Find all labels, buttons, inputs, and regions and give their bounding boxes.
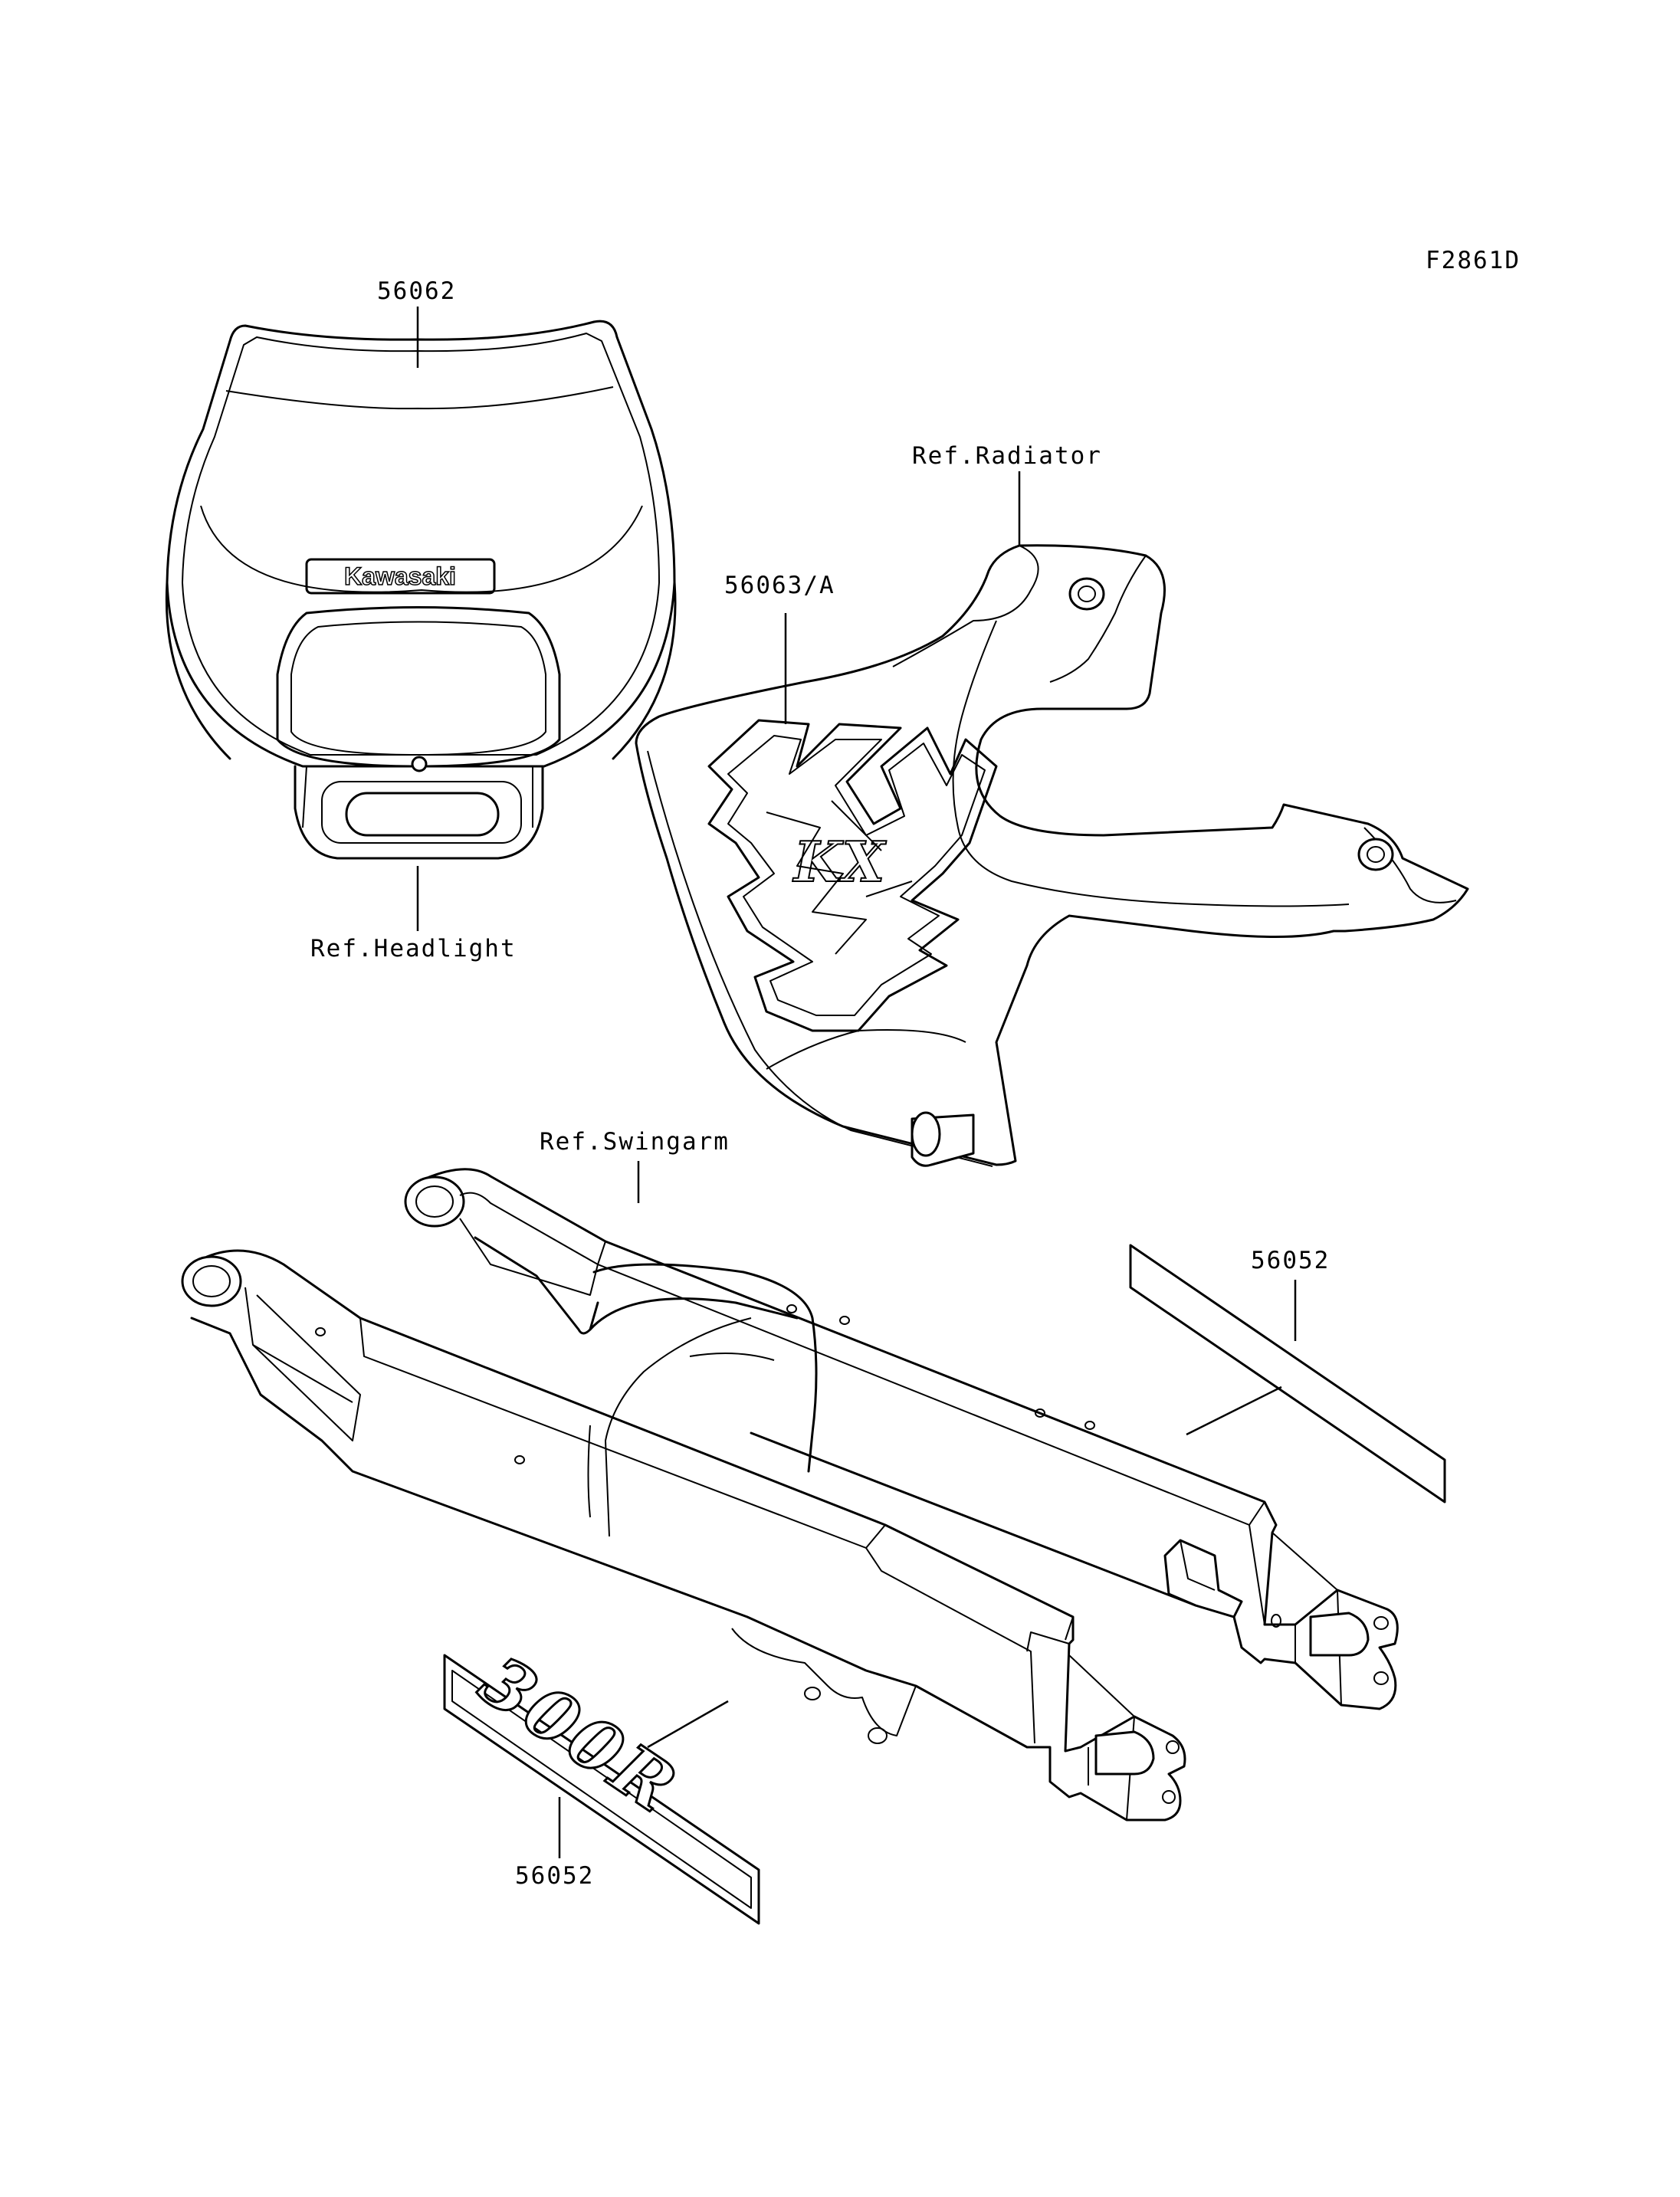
chain-guide-block bbox=[1163, 1539, 1243, 1618]
brand-badge bbox=[305, 558, 496, 595]
headlight-plate: Kawasaki bbox=[165, 320, 677, 860]
label-ref-swingarm: Ref.Swingarm bbox=[540, 1128, 730, 1156]
shroud-bolt-hole bbox=[1357, 838, 1394, 871]
label-56052-right: 56052 bbox=[1251, 1247, 1330, 1274]
shroud-logo-graphic: KX bbox=[707, 719, 998, 1032]
brand-logo: Kawasaki bbox=[344, 562, 456, 590]
label-ref-radiator: Ref.Radiator bbox=[912, 442, 1102, 470]
label-56052-left: 56052 bbox=[515, 1862, 594, 1890]
label-ref-headlight: Ref.Headlight bbox=[310, 935, 517, 962]
swingarm bbox=[181, 1168, 1399, 1822]
mount-screw bbox=[411, 756, 428, 772]
decal-300r: 300R bbox=[443, 1639, 760, 1925]
shroud-bolt-hole bbox=[1068, 577, 1105, 611]
figure-code: F2861D bbox=[1426, 247, 1521, 274]
shroud-logo-text: KX bbox=[792, 829, 888, 894]
decal-plain-rectangle bbox=[1129, 1244, 1446, 1503]
radiator-shroud: KX bbox=[635, 544, 1469, 1167]
label-56063a: 56063/A bbox=[724, 572, 835, 599]
label-56062: 56062 bbox=[377, 277, 456, 305]
